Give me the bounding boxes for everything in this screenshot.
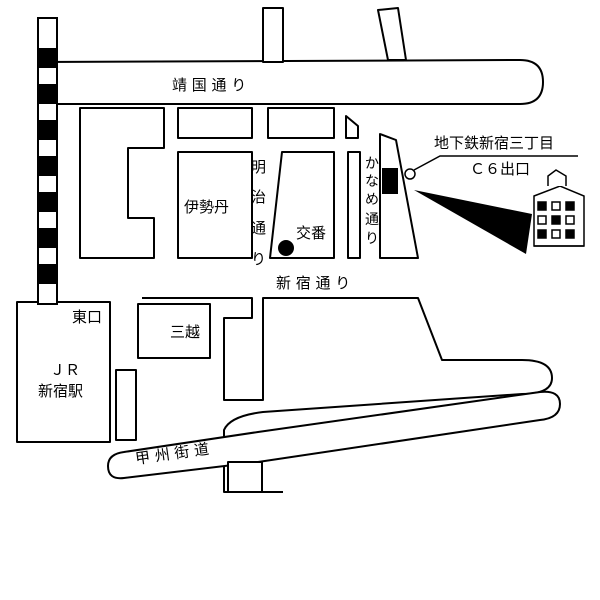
exit-leader-line	[413, 155, 578, 171]
block-southwest	[115, 369, 137, 441]
kaname-dori-label: か な め 通 り	[365, 156, 379, 247]
east-exit-label: 東口	[72, 308, 102, 326]
shinjuku-dori-label: 新 宿 通 り	[276, 274, 350, 292]
svg-text:り: り	[251, 250, 266, 268]
block-small-wedge	[345, 115, 359, 139]
jr-station-label-2: 新宿駅	[38, 382, 83, 400]
svg-text:か: か	[365, 156, 379, 172]
koban-label: 交番	[296, 224, 326, 242]
kaname-dori-north	[377, 7, 407, 61]
meiji-dori-south	[227, 461, 263, 493]
svg-text:明: 明	[251, 158, 266, 176]
meiji-dori-label: 明 治 通 り	[251, 158, 266, 268]
svg-text:通: 通	[251, 219, 266, 237]
station-exit-icon	[382, 168, 398, 194]
pointer-wedge-icon	[414, 190, 532, 254]
svg-text:り: り	[365, 231, 379, 247]
mitsukoshi-block	[137, 303, 211, 359]
mitsukoshi-label: 三越	[170, 323, 200, 341]
block-top-2	[267, 107, 335, 139]
isetan-label: 伊勢丹	[184, 198, 229, 216]
jr-station-label-1: ＪＲ	[50, 361, 80, 379]
exit-label-line2: Ｃ６出口	[470, 160, 530, 178]
koban-icon	[278, 240, 294, 256]
svg-text:治: 治	[251, 188, 266, 206]
block-kaname-west	[347, 151, 361, 259]
yasukuni-dori-label: 靖 国 通 り	[172, 76, 246, 94]
yasukuni-dori	[39, 59, 544, 105]
koban-block	[269, 151, 335, 259]
railway-icon	[37, 17, 58, 305]
exit-marker-icon	[404, 168, 416, 180]
meiji-dori-north	[262, 7, 284, 63]
building-icon	[533, 169, 585, 247]
exit-label-line1: 地下鉄新宿三丁目	[434, 134, 554, 152]
block-west-l	[79, 107, 165, 259]
koshu-kaido	[107, 390, 561, 480]
svg-text:め: め	[365, 192, 379, 208]
jr-station-area	[16, 301, 111, 443]
svg-text:な: な	[365, 174, 379, 190]
block-top-1	[177, 107, 253, 139]
svg-text:通: 通	[365, 212, 379, 228]
isetan-block	[177, 151, 253, 259]
block-kaname-east	[379, 133, 419, 259]
